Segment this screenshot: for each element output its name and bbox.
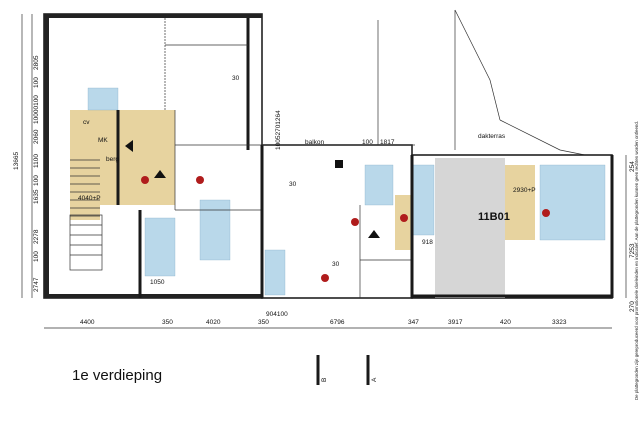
dim-bottom-1: 4400 xyxy=(80,319,95,326)
dim-left-10: 2747 xyxy=(33,277,40,292)
room-label-balkon: balkon xyxy=(305,139,325,146)
dim-left-9: 100 xyxy=(33,251,40,262)
stair-arrow xyxy=(154,170,166,178)
room-label-4040: 4040+P xyxy=(78,195,101,202)
dim-left-2: 100 xyxy=(33,77,40,88)
top-outer-wall xyxy=(44,14,262,18)
dim-right-3: 270 xyxy=(629,301,636,312)
marker-dot xyxy=(321,274,329,282)
stair-area-right xyxy=(505,165,535,240)
bathroom-tiles-6 xyxy=(539,164,606,241)
bathroom-tiles-4 xyxy=(364,164,394,206)
room-label-mk: MK xyxy=(98,137,108,144)
stair-steps-left xyxy=(70,159,100,217)
marker-dot xyxy=(351,218,359,226)
room-label-dakterras: dakterras xyxy=(478,133,506,140)
dim-30: 30 xyxy=(289,181,297,188)
bathroom-tiles-5 xyxy=(264,249,286,296)
dim-bottom-7: 347 xyxy=(408,319,419,326)
floor-label: 1e verdieping xyxy=(72,367,162,384)
section-label-a: A xyxy=(371,377,378,382)
room-label-1050: 1050 xyxy=(150,279,165,286)
terrace-edge xyxy=(499,119,611,161)
dim-bottom-4: 350 xyxy=(258,319,269,326)
dim-bottom-10: 3323 xyxy=(552,319,567,326)
left-dims: 2805 100 10000100 2060 1100 100 1635 227… xyxy=(13,55,40,292)
marker-dot xyxy=(196,176,204,184)
stair-arrow xyxy=(368,230,380,238)
section-label-b: B xyxy=(321,378,328,382)
room-label-918: 918 xyxy=(422,239,433,246)
dim-bottom-2: 350 xyxy=(162,319,173,326)
dim-left-7: 1635 xyxy=(33,189,40,204)
dim-bottom-9: 420 xyxy=(500,319,511,326)
dim-top-mid-1: 100 xyxy=(362,139,373,146)
dim-bottom-8: 3917 xyxy=(448,319,463,326)
lower-stair-left xyxy=(69,214,103,271)
irregular-edge xyxy=(454,9,501,121)
marker-dot xyxy=(542,209,550,217)
room-label-2930: 2930+P xyxy=(513,187,536,194)
column xyxy=(335,160,343,168)
dim-30: 30 xyxy=(332,261,340,268)
stair-flight-left xyxy=(70,150,100,220)
room-label-berg: berg xyxy=(106,156,119,163)
dim-left-3: 10000100 xyxy=(33,95,40,124)
dim-left-1: 2805 xyxy=(33,55,40,70)
balcony-outline xyxy=(261,110,415,146)
dim-bottom-6: 6796 xyxy=(330,319,345,326)
dim-right-1: 254 xyxy=(629,161,636,172)
marker-dot xyxy=(141,176,149,184)
room-label-cv: cv xyxy=(83,119,90,126)
left-outer-wall xyxy=(44,14,49,298)
dim-left-6: 100 xyxy=(33,175,40,186)
dim-vertical-mid: 10052701264 xyxy=(275,110,282,150)
bathroom-tiles-3 xyxy=(199,199,231,261)
bathroom-tiles-2 xyxy=(144,217,176,277)
dim-bottom-5: 904100 xyxy=(266,311,288,318)
living-area-grey xyxy=(435,158,505,298)
dim-left-5: 1100 xyxy=(33,154,40,168)
dim-left-4: 2060 xyxy=(33,129,40,144)
disclaimer-text: De plattegronden zijn gereproduceerd voo… xyxy=(634,121,639,400)
unit-label: 11B01 xyxy=(478,211,510,223)
bottom-outer-wall xyxy=(44,294,262,298)
stair-area-mid xyxy=(395,195,415,250)
dim-30: 30 xyxy=(232,75,240,82)
dim-top-mid-2: 1817 xyxy=(380,139,395,146)
marker-dot xyxy=(400,214,408,222)
dim-right-2: 7253 xyxy=(629,243,636,258)
dim-left-total: 13665 xyxy=(13,152,20,170)
stair-arrow xyxy=(125,140,133,152)
bathroom-tiles-1 xyxy=(87,87,119,111)
dim-bottom-3: 4020 xyxy=(206,319,221,326)
lower-stair-steps xyxy=(70,224,102,256)
dim-left-8: 2278 xyxy=(33,229,40,244)
bathroom-tiles-7 xyxy=(411,164,435,236)
